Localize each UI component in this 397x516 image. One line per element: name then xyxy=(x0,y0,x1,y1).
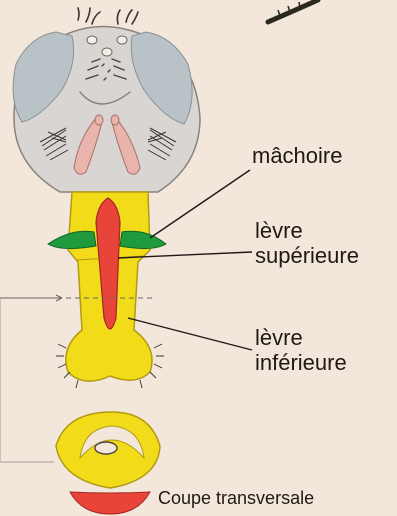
label-levre-inferieure: lèvre inférieure xyxy=(255,325,347,375)
insect-leg-fragment xyxy=(268,0,318,22)
label-levre-inferieure-line2: inférieure xyxy=(255,350,347,375)
label-levre-inferieure-line1: lèvre xyxy=(255,325,347,350)
label-machoire: mâchoire xyxy=(252,143,342,168)
label-levre-superieure-line1: lèvre xyxy=(255,218,359,243)
label-coupe-transversale: Coupe transversale xyxy=(158,487,314,509)
cross-section-figure xyxy=(56,412,160,514)
label-levre-superieure: lèvre supérieure xyxy=(255,218,359,268)
label-levre-superieure-line2: supérieure xyxy=(255,243,359,268)
antennae xyxy=(78,8,138,24)
